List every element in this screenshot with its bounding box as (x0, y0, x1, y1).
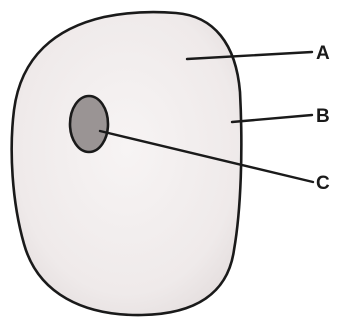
leader-line-b (232, 115, 312, 122)
label-c: C (316, 173, 330, 194)
nucleus (70, 96, 108, 152)
label-a: A (316, 43, 330, 64)
label-b: B (316, 106, 330, 127)
